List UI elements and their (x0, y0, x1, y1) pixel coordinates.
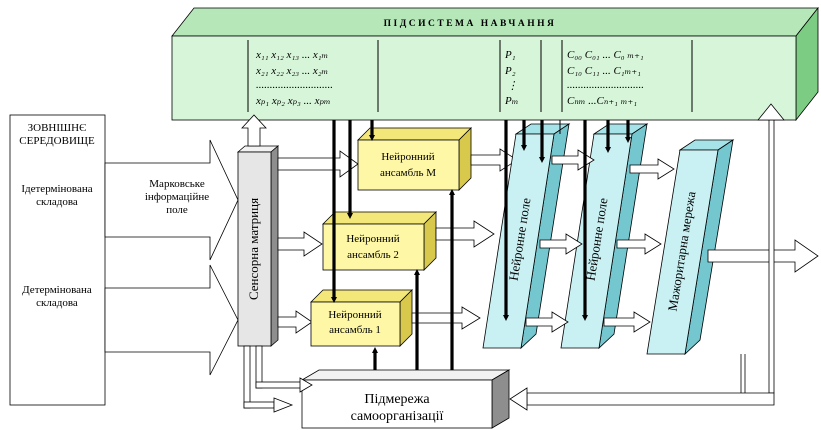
ensemble-2-to-field-arrow (435, 220, 495, 248)
ensemble-1-to-field-arrow (411, 306, 481, 330)
field2-to-majority-arrow-mid (616, 233, 662, 255)
matrix-p-row-2: P₂ (504, 65, 516, 77)
matrix-p: P₁ P₂ ⋮ Pₘ (499, 40, 542, 112)
indeterministic-arrow (104, 139, 239, 261)
svg-text:Марковське: Марковське (149, 178, 205, 190)
matrix-c-row-1: C₀₀ C₀₁ ... C₀ ₘ₊₁ (567, 49, 644, 61)
neural-field-1: Нейронне поле (482, 123, 571, 350)
matrix-x-row-4: xₚ₁ xₚ₂ xₚ₃ ... xₚₘ (255, 95, 331, 107)
sensor-to-self-org-path (243, 345, 313, 413)
sensor-to-ensemble-m-arrow (277, 150, 359, 178)
indeterministic-label-1: Ідетермінована (21, 183, 92, 195)
ensemble-2: Нейронний ансамбль 2 (322, 211, 437, 271)
sensor-matrix: Сенсорна матриця (236, 145, 280, 347)
indeterministic-label-2: складова (36, 196, 78, 208)
learning-subsystem: ПІДСИСТЕМА НАВЧАННЯ x₁₁ x₁₂ x₁₃ ... x₁ₘ … (171, 6, 819, 122)
external-environment: ЗОВНІШНЄ СЕРЕДОВИЩЕ Ідетермінована склад… (9, 114, 106, 406)
deterministic-label-1: Детермінована (22, 284, 92, 296)
matrix-c-row-4: Cₙₘ ...Cₙ₊₁ ₘ₊₁ (567, 95, 637, 107)
matrix-p-row-3: ⋮ (507, 80, 518, 92)
matrix-x-row-3: ............................ (256, 79, 333, 91)
svg-text:інформаційне: інформаційне (145, 191, 209, 203)
ensemble-2-label-2: ансамбль 2 (347, 249, 399, 261)
sensor-to-ensemble-2-arrow (277, 231, 323, 257)
svg-text:поле: поле (166, 204, 188, 216)
self-org-label-1: Підмережа (364, 392, 430, 407)
matrix-x-row-2: x₂₁ x₂₂ x₂₃ ... x₂ₘ (255, 65, 328, 77)
field2-to-majority-arrow-top (629, 158, 675, 180)
deterministic-arrow (104, 264, 239, 376)
ensemble-1-label-2: ансамбль 1 (329, 324, 381, 336)
external-environment-title-2: СЕРЕДОВИЩЕ (19, 135, 95, 147)
matrix-x-row-1: x₁₁ x₁₂ x₁₃ ... x₁ₘ (255, 49, 328, 61)
matrix-x: x₁₁ x₁₂ x₁₃ ... x₁ₘ x₂₁ x₂₂ x₂₃ ... x₂ₘ … (247, 40, 379, 112)
ensemble-m-label-2: ансамбль M (380, 167, 436, 179)
ensemble-m-label-1: Нейронний (381, 151, 434, 163)
markov-field-label: Марковське інформаційне поле (145, 178, 209, 216)
ensemble-2-label-1: Нейронний (346, 233, 399, 245)
field2-to-majority-arrow-low (603, 311, 651, 333)
matrix-p-row-4: Pₘ (504, 95, 518, 107)
sensor-to-ensemble-1-arrow (277, 310, 313, 334)
external-environment-title-1: ЗОВНІШНЄ (28, 122, 87, 134)
output-arrow (707, 239, 819, 273)
matrix-c-row-3: ............................ (567, 79, 644, 91)
matrix-c: C₀₀ C₀₁ ... C₀ ₘ₊₁ C₁₀ C₁₁ ... C₁ₘ₊₁ ...… (561, 40, 693, 112)
ensemble-m-to-field-arrow (470, 148, 518, 172)
learning-subsystem-title: ПІДСИСТЕМА НАВЧАННЯ (384, 19, 557, 29)
sensor-matrix-label: Сенсорна матриця (246, 198, 261, 300)
self-org-label-2: самоорганізації (351, 409, 444, 424)
control-lines (331, 120, 631, 370)
matrix-c-row-2: C₁₀ C₁₁ ... C₁ₘ₊₁ (567, 65, 641, 77)
feedback-loop (509, 103, 785, 411)
neural-field-2: Нейронне поле (560, 123, 649, 350)
deterministic-label-2: складова (36, 297, 78, 309)
self-org-subnetwork: Підмережа самоорганізації (300, 369, 511, 429)
majority-network: Мажоритарна мережа (646, 139, 735, 356)
ensemble-m: Нейронний ансамбль M (357, 127, 472, 191)
field1-to-field2-arrow-mid (539, 233, 583, 255)
field1-to-field2-arrow-low (525, 311, 569, 333)
ensemble-1: Нейронний ансамбль 1 (310, 289, 413, 347)
matrix-p-row-1: P₁ (504, 49, 516, 61)
ensemble-1-label-1: Нейронний (328, 309, 381, 321)
sensor-to-learning-arrow (241, 114, 267, 147)
